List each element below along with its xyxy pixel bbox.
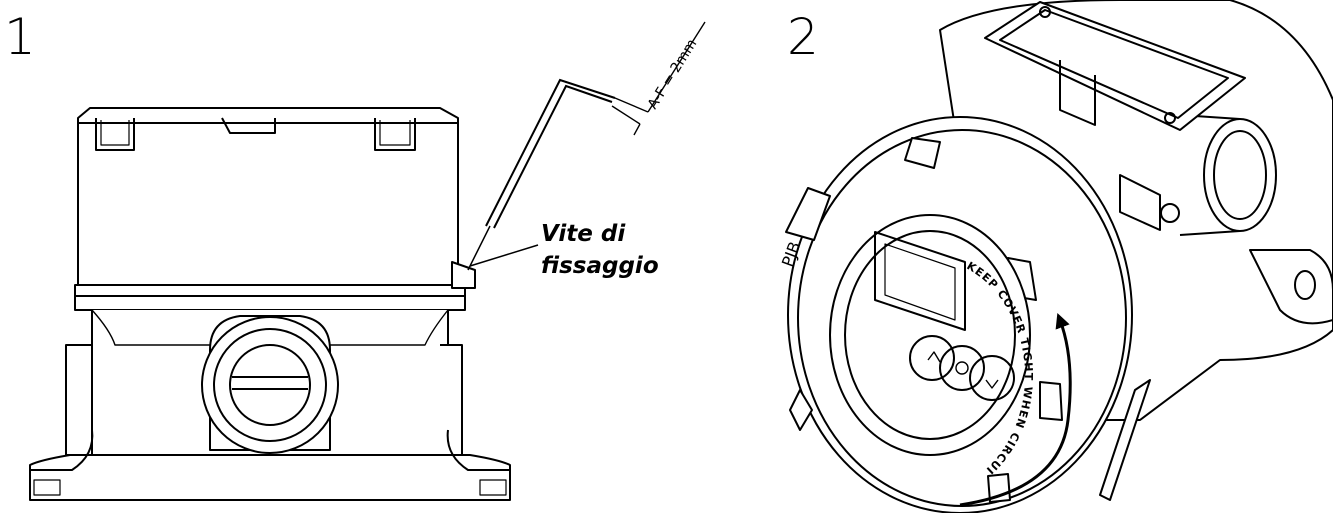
dimension-marker <box>611 21 706 136</box>
callout-leader <box>469 244 539 267</box>
step-number: 1 <box>4 8 36 66</box>
dimension-label: A-F = 2mm <box>645 36 701 112</box>
enclosure-perspective-view <box>785 0 1333 513</box>
step-number: 2 <box>787 8 819 66</box>
callout-line-1: Vite di <box>541 221 626 247</box>
tighten-rotation-arrow <box>959 312 1072 507</box>
junction-box-side-view <box>29 107 511 501</box>
callout-line-2: fissaggio <box>541 253 659 279</box>
fixing-screw-callout: Vite di fissaggio <box>541 218 659 282</box>
allen-key <box>467 78 616 271</box>
